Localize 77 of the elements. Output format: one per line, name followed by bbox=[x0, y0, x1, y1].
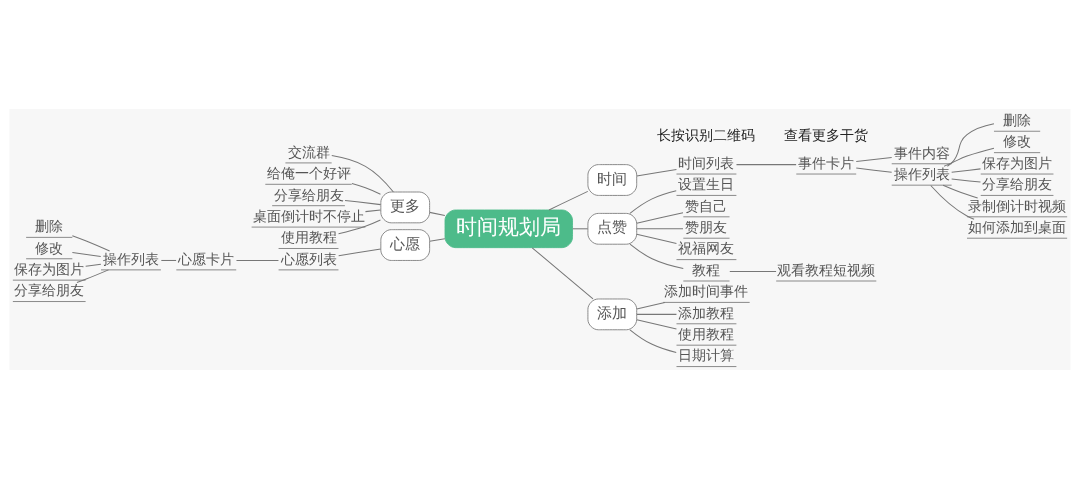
connector bbox=[636, 301, 666, 310]
node-text: 操作列表 bbox=[893, 166, 950, 182]
connector bbox=[338, 248, 382, 257]
connector bbox=[572, 228, 589, 230]
node-text: 添加时间事件 bbox=[664, 283, 749, 300]
connector bbox=[636, 313, 677, 315]
node-text: 祝福网友 bbox=[678, 240, 735, 257]
node-text: 事件内容 bbox=[893, 144, 950, 161]
connector bbox=[76, 269, 109, 284]
node-box: 更多 bbox=[380, 191, 431, 224]
node-text: 添加教程 bbox=[678, 304, 735, 321]
connector bbox=[331, 155, 394, 193]
node-text: 录制倒计时视频 bbox=[968, 197, 1067, 214]
connector bbox=[855, 167, 893, 173]
node-box: 点赞 bbox=[587, 212, 638, 245]
node-text: 赞自己 bbox=[685, 197, 728, 214]
connector bbox=[548, 190, 589, 211]
node-text: 修改 bbox=[1003, 133, 1032, 150]
node-text: 日期计算 bbox=[678, 347, 735, 364]
connector bbox=[735, 164, 797, 166]
connector bbox=[943, 147, 995, 167]
node-text: 心愿卡片 bbox=[178, 250, 235, 267]
connector bbox=[629, 243, 684, 269]
node-text: 心愿列表 bbox=[280, 250, 337, 267]
node-text: 赞朋友 bbox=[685, 219, 728, 236]
connector bbox=[344, 199, 382, 206]
connector bbox=[951, 168, 981, 173]
node-text: 删除 bbox=[1003, 112, 1032, 129]
node-text: 保存为图片 bbox=[982, 154, 1053, 171]
connector bbox=[636, 212, 684, 224]
node-box: 时间规划局 bbox=[444, 209, 573, 249]
connector bbox=[160, 259, 177, 261]
connector bbox=[629, 329, 677, 353]
connector bbox=[942, 184, 979, 199]
connector bbox=[235, 259, 279, 261]
connector bbox=[71, 251, 102, 257]
label: 查看更多干货 bbox=[784, 127, 869, 144]
connector bbox=[429, 238, 446, 242]
connector bbox=[429, 211, 446, 217]
node-text: 分享给朋友 bbox=[982, 176, 1053, 193]
connector bbox=[636, 319, 677, 330]
node-text: 时间列表 bbox=[678, 154, 735, 171]
connector bbox=[85, 263, 102, 267]
node-text: 修改 bbox=[35, 239, 64, 256]
node-box: 时间 bbox=[587, 164, 638, 196]
connector bbox=[629, 190, 677, 214]
node-text: 事件卡片 bbox=[798, 154, 855, 171]
node-text: 设置生日 bbox=[678, 176, 735, 193]
node-box: 添加 bbox=[587, 298, 638, 331]
connector bbox=[338, 219, 381, 235]
label: 长按识别二维码 bbox=[657, 127, 756, 144]
connector bbox=[930, 184, 975, 220]
node-text: 分享给朋友 bbox=[273, 186, 344, 203]
node-text: 保存为图片 bbox=[14, 260, 85, 277]
node-text: 使用教程 bbox=[678, 326, 735, 343]
connector bbox=[351, 182, 381, 195]
connector bbox=[951, 178, 981, 183]
node-text: 操作列表 bbox=[102, 250, 159, 267]
connector bbox=[855, 157, 893, 162]
node-text: 观看教程短视频 bbox=[777, 261, 876, 278]
node-text: 桌面倒计时不停止 bbox=[252, 207, 365, 224]
connector bbox=[636, 168, 677, 177]
node-text: 分享给朋友 bbox=[14, 282, 85, 299]
connector bbox=[636, 233, 677, 244]
connector bbox=[636, 228, 684, 230]
node-text: 交流群 bbox=[287, 143, 330, 160]
node-text: 教程 bbox=[692, 261, 721, 278]
node-text: 删除 bbox=[35, 218, 64, 235]
connector bbox=[364, 209, 382, 213]
connector bbox=[531, 247, 594, 300]
connector bbox=[729, 271, 777, 273]
node-box: 心愿 bbox=[380, 229, 431, 261]
node-text: 给俺一个好评 bbox=[266, 165, 351, 182]
node-text: 使用教程 bbox=[280, 229, 337, 246]
connector bbox=[946, 123, 995, 167]
node-text: 如何添加到桌面 bbox=[968, 219, 1067, 236]
connector bbox=[71, 235, 111, 252]
